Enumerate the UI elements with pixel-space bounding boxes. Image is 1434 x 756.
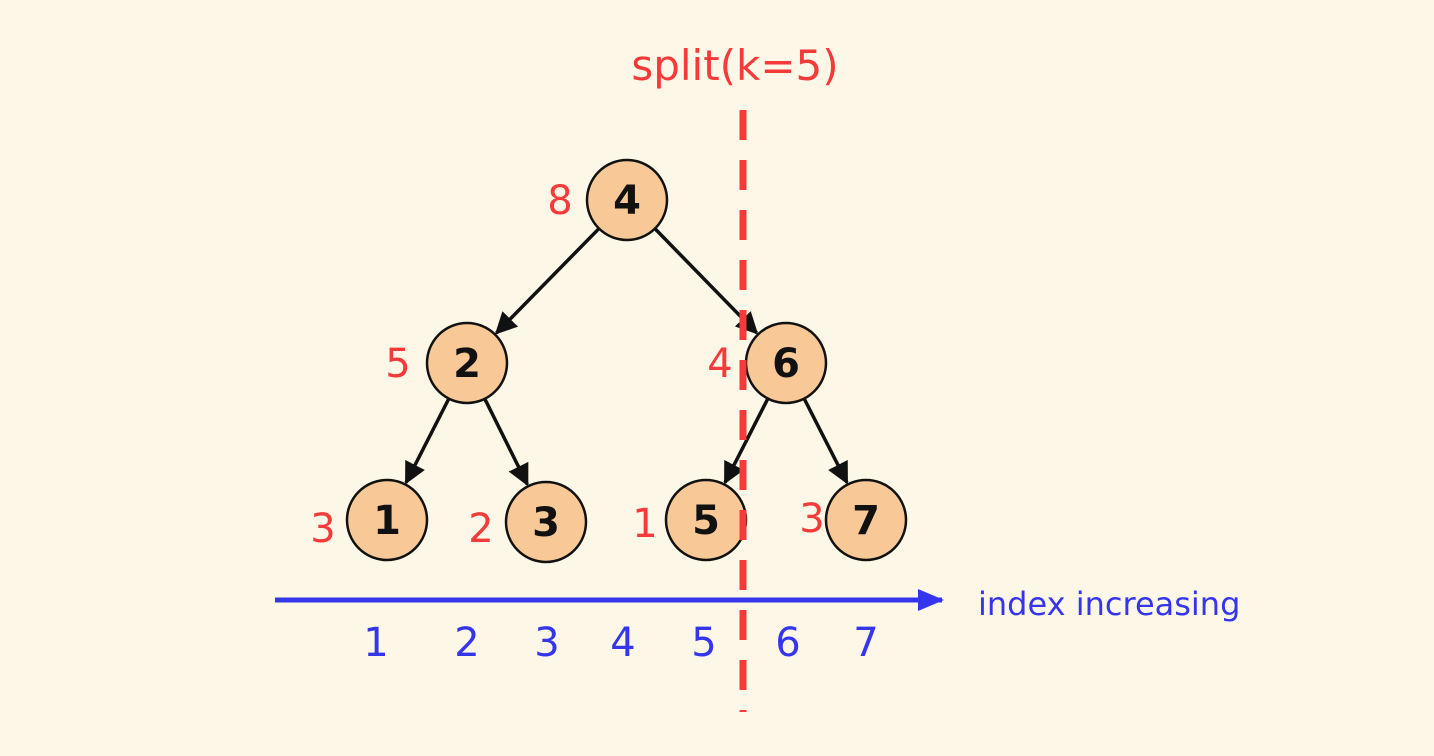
index-label: 5 [691, 620, 716, 666]
index-label: 7 [853, 620, 878, 666]
node-circle [345, 478, 429, 562]
subtree-size-label: 8 [547, 178, 572, 224]
tree-edge [802, 397, 849, 485]
index-label: 6 [775, 620, 800, 666]
split-title: split(k=5) [631, 41, 838, 90]
subtree-size-label: 3 [799, 496, 824, 542]
tree-node: 25 [385, 321, 509, 405]
subtree-size-label: 1 [632, 501, 657, 547]
index-label: 1 [363, 620, 388, 666]
tree-edge [483, 398, 529, 487]
node-key: 6 [772, 341, 800, 387]
index-label: 4 [610, 620, 635, 666]
tree-edge [494, 227, 601, 335]
node-circle [824, 478, 908, 562]
tree-node: 64 [707, 321, 828, 405]
node-key: 5 [692, 498, 720, 544]
subtree-size-label: 4 [707, 341, 732, 387]
index-label: 3 [534, 620, 559, 666]
subtree-size-label: 2 [468, 506, 493, 552]
tree-edge [404, 397, 451, 485]
axis-label: index increasing [978, 585, 1240, 623]
tree-node: 13 [310, 478, 429, 562]
node-circle [504, 480, 588, 564]
tree-node: 73 [799, 478, 908, 562]
node-key: 1 [373, 498, 401, 544]
node-key: 4 [613, 178, 641, 224]
index-label: 2 [454, 620, 479, 666]
tree-node: 51 [632, 478, 748, 562]
node-key: 2 [453, 341, 481, 387]
tree-node: 32 [468, 480, 588, 564]
node-key: 7 [852, 498, 880, 544]
node-circle [585, 158, 669, 242]
subtree-size-label: 3 [310, 506, 335, 552]
node-circle [425, 321, 509, 405]
subtree-size-label: 5 [385, 341, 410, 387]
tree-edge [723, 397, 770, 485]
tree-node: 48 [547, 158, 669, 242]
node-key: 3 [532, 500, 560, 546]
